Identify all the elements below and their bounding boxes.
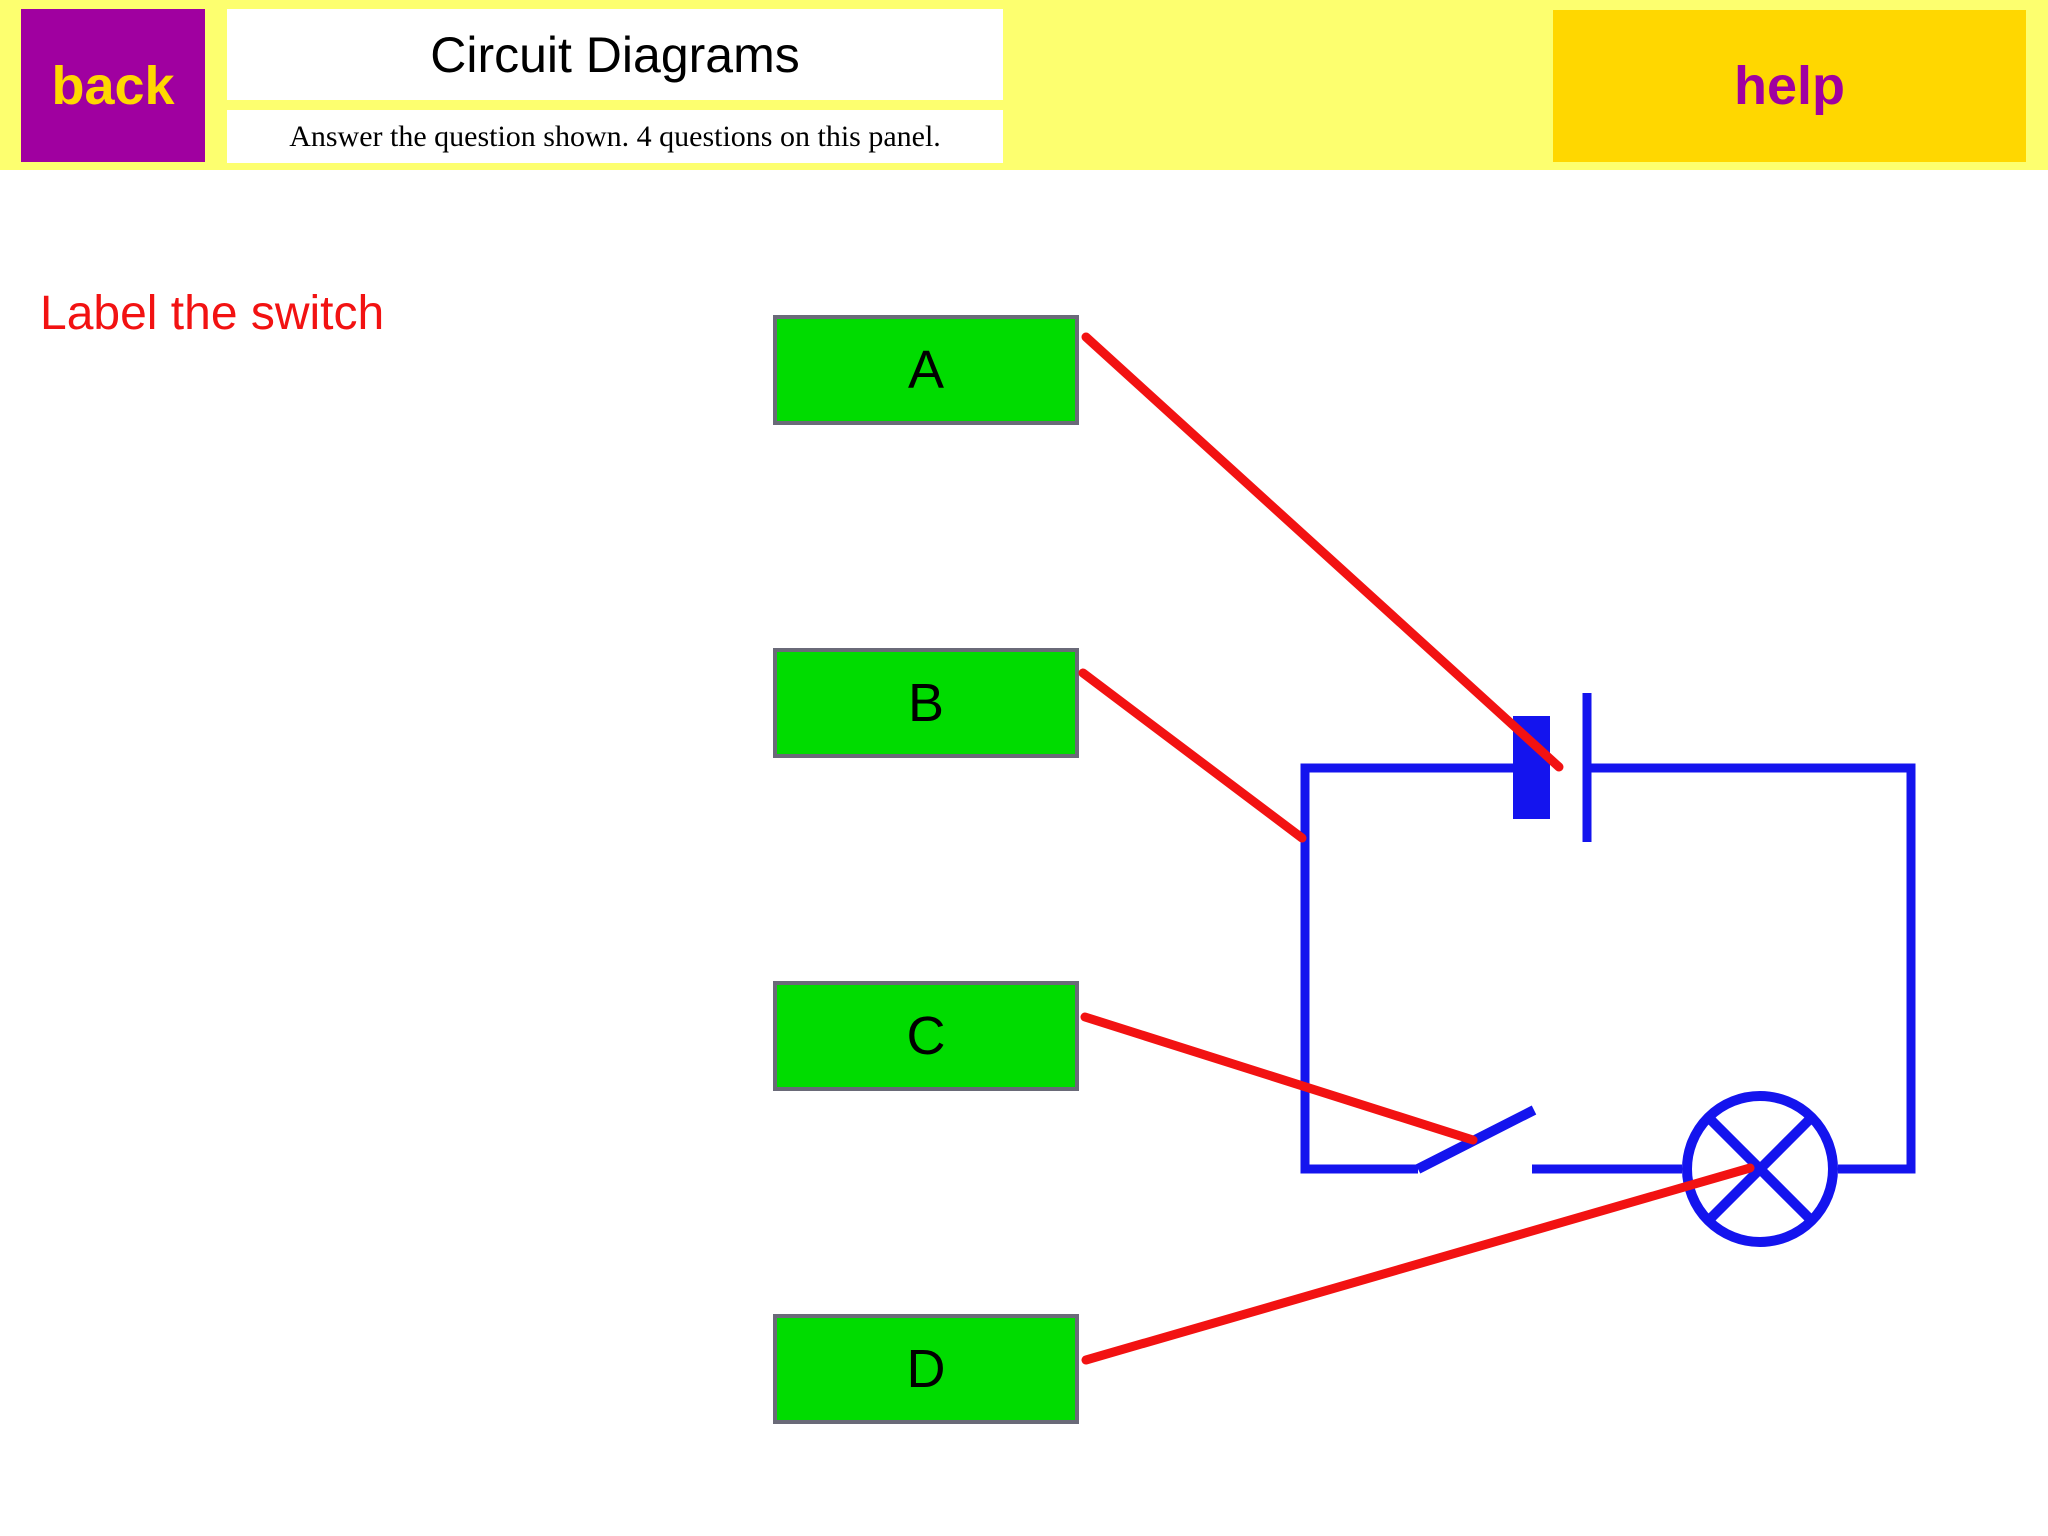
battery-symbol — [1513, 693, 1592, 842]
page-title: Circuit Diagrams — [227, 9, 1003, 100]
answer-button-a[interactable]: A — [773, 315, 1079, 425]
leader-line-c-to-switch — [1080, 1012, 1478, 1145]
header-bar: back Circuit Diagrams Answer the questio… — [0, 0, 2048, 170]
answer-button-c[interactable]: C — [773, 981, 1079, 1091]
lamp-symbol — [1682, 1091, 1838, 1247]
question-prompt: Label the switch — [40, 287, 385, 340]
wire-top-right-side — [1590, 763, 1916, 1174]
leader-line-d-to-lamp — [1081, 1163, 1755, 1365]
circuit-wires — [1300, 763, 1916, 1174]
answer-button-b[interactable]: B — [773, 648, 1079, 758]
leader-line-b-to-wire — [1078, 668, 1307, 843]
wire-top-left-side — [1300, 763, 1513, 1174]
back-button[interactable]: back — [21, 9, 205, 162]
answer-button-d[interactable]: D — [773, 1314, 1079, 1424]
leader-lines — [1078, 332, 1755, 1365]
help-button[interactable]: help — [1553, 10, 2026, 162]
instructions-text: Answer the question shown. 4 questions o… — [227, 110, 1003, 163]
leader-line-a-to-battery — [1081, 332, 1564, 772]
lamp-cross-stroke-2 — [1704, 1113, 1816, 1225]
